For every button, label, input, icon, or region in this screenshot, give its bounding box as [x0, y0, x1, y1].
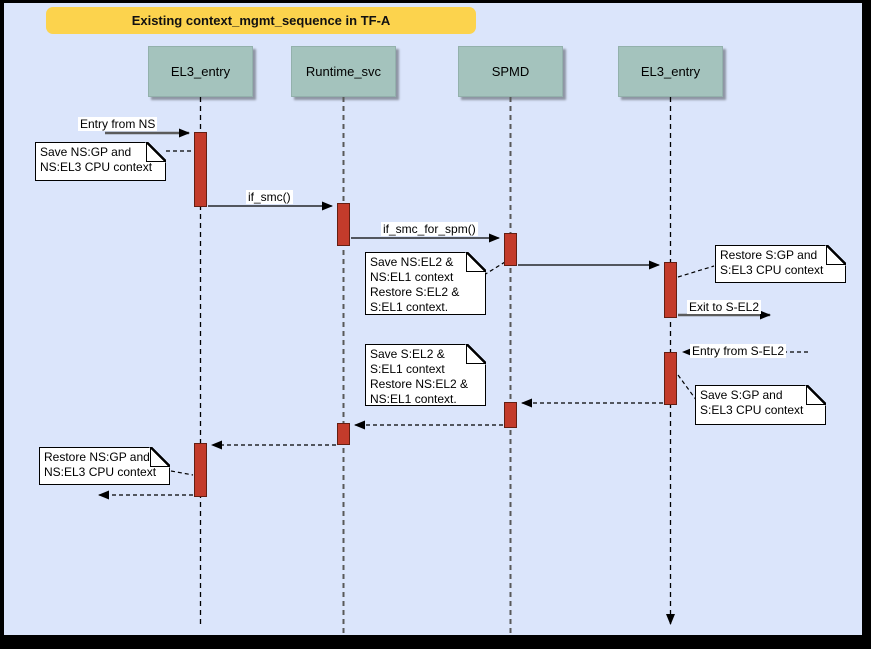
note-fold-icon — [146, 142, 166, 162]
message-label-if-smc: if_smc() — [246, 190, 293, 204]
diagram-title: Existing context_mgmt_sequence in TF-A — [131, 13, 391, 28]
message-label-if-smc-for-spm: if_smc_for_spm() — [381, 222, 478, 236]
note-save-s-gp: Save S:GP and S:EL3 CPU context — [695, 385, 826, 425]
note-fold-icon — [466, 252, 486, 272]
activation-el3-entry-1-a — [194, 132, 207, 207]
note-line: Restore NS:GP and — [44, 450, 150, 464]
activation-runtime-svc-a — [337, 203, 350, 246]
actor-box-el3-entry-1: EL3_entry — [148, 46, 253, 97]
activation-el3-entry-2-a — [664, 262, 677, 318]
message-label-entry-from-s-el2: Entry from S-EL2 — [690, 344, 787, 358]
note-connector-2 — [483, 261, 506, 276]
title-banner: Existing context_mgmt_sequence in TF-A — [46, 7, 476, 34]
note-connector-5 — [170, 470, 194, 476]
note-fold-icon — [466, 344, 486, 364]
note-fold-icon — [806, 385, 826, 405]
note-line: S:EL1 context. — [370, 300, 449, 314]
actor-label: SPMD — [491, 64, 530, 79]
actor-box-el3-entry-2: EL3_entry — [618, 46, 723, 97]
note-line: S:EL3 CPU context — [700, 403, 804, 417]
actor-label: EL3_entry — [170, 64, 231, 79]
note-line: Save S:EL2 & — [370, 347, 445, 361]
actor-box-runtime-svc: Runtime_svc — [291, 46, 396, 97]
note-line: Restore S:EL2 & — [370, 285, 460, 299]
note-line: S:EL1 context — [370, 362, 445, 376]
diagram-background — [4, 3, 862, 635]
activation-el3-entry-2-b — [664, 352, 677, 405]
note-save-ns-el2: Save NS:EL2 & NS:EL1 context Restore S:E… — [365, 252, 486, 315]
note-save-s-el2: Save S:EL2 & S:EL1 context Restore NS:EL… — [365, 344, 486, 406]
activation-el3-entry-1-b — [194, 443, 207, 497]
note-line: S:EL3 CPU context — [720, 263, 824, 277]
note-line: NS:EL3 CPU context — [40, 160, 153, 174]
note-connector-4 — [677, 374, 698, 402]
note-fold-icon — [826, 245, 846, 265]
actor-label: EL3_entry — [640, 64, 701, 79]
note-line: NS:EL3 CPU context — [44, 465, 157, 479]
note-save-ns-gp: Save NS:GP and NS:EL3 CPU context — [35, 142, 166, 181]
note-connector-3 — [677, 265, 715, 278]
note-line: Restore NS:EL2 & — [370, 377, 469, 391]
note-line: Save NS:GP and — [40, 145, 132, 159]
note-line: NS:EL1 context — [370, 270, 454, 284]
message-label-exit-to-s-el2: Exit to S-EL2 — [687, 300, 762, 314]
message-label-entry-from-ns: Entry from NS — [78, 117, 158, 131]
note-line: Save NS:EL2 & — [370, 255, 454, 269]
activation-runtime-svc-b — [337, 423, 350, 445]
note-restore-ns-gp: Restore NS:GP and NS:EL3 CPU context — [39, 447, 170, 485]
actor-box-spmd: SPMD — [458, 46, 563, 97]
note-restore-s-gp: Restore S:GP and S:EL3 CPU context — [715, 245, 846, 283]
note-line: NS:EL1 context. — [370, 392, 457, 406]
activation-spmd-b — [504, 402, 517, 428]
note-line: Save S:GP and — [700, 388, 783, 402]
activation-spmd-a — [504, 233, 517, 266]
actor-label: Runtime_svc — [305, 64, 382, 79]
note-fold-icon — [150, 447, 170, 467]
note-line: Restore S:GP and — [720, 248, 818, 262]
